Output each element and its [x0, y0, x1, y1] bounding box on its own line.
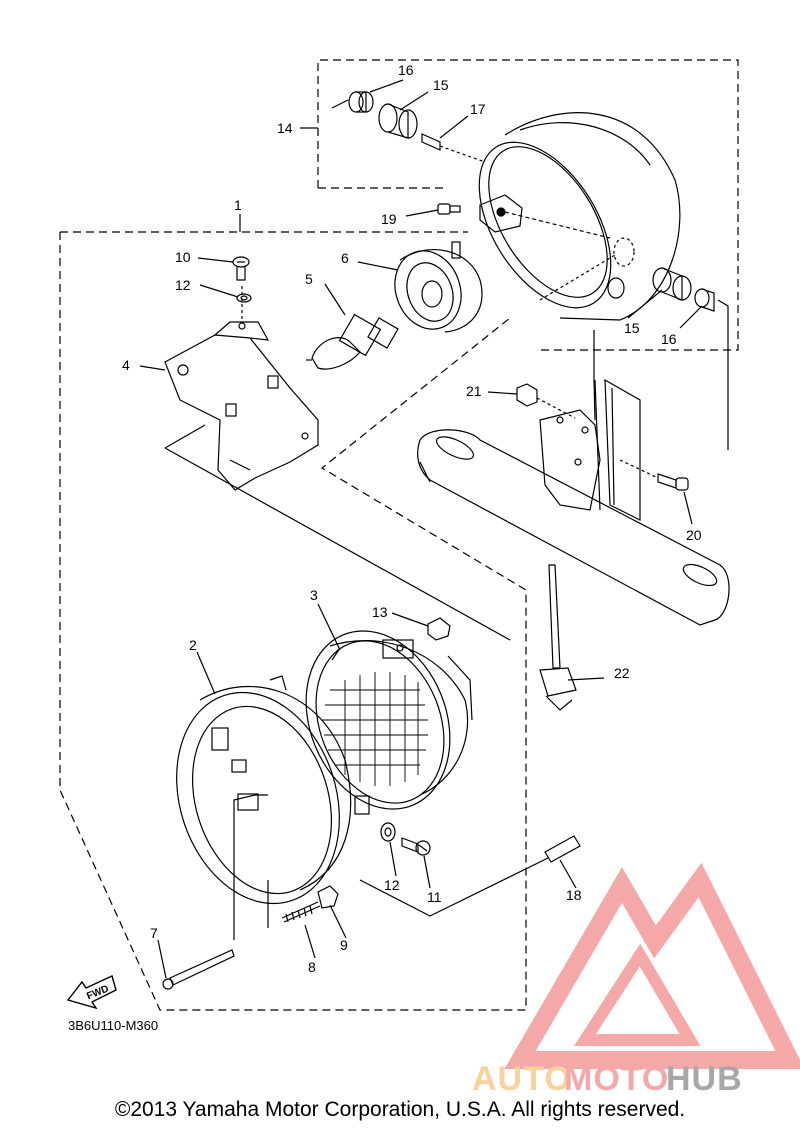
callout-13: 13 [372, 604, 388, 620]
bolt-20 [657, 473, 689, 491]
shell-bracket [479, 194, 523, 233]
group-1-outline-left [59, 232, 527, 1011]
callout-3: 3 [310, 587, 318, 603]
cable-tie-22 [539, 564, 577, 711]
callout-15-right: 15 [624, 320, 640, 336]
copyright-notice: ©2013 Yamaha Motor Corporation, U.S.A. A… [114, 1098, 686, 1121]
adjust-nut-9 [317, 885, 339, 909]
fwd-arrow: FWD [66, 975, 117, 1010]
collar-16-top [348, 91, 374, 113]
collar-15-right [652, 267, 692, 301]
callout-21: 21 [466, 383, 482, 399]
callout-14: 14 [277, 120, 293, 136]
callout-4: 4 [122, 357, 130, 373]
callout-8: 8 [308, 959, 316, 975]
callout-19: 19 [381, 211, 397, 227]
bulb-5 [306, 313, 399, 370]
screw-11 [401, 837, 431, 856]
callout-6: 6 [341, 250, 349, 266]
callout-17: 17 [470, 101, 486, 117]
group-14-outline [317, 59, 739, 351]
callout-1: 1 [234, 197, 242, 213]
bracket-4 [164, 321, 319, 491]
headlight-lens-unit-3 [305, 630, 473, 815]
fork-bracket [417, 378, 730, 626]
washer-12-bottom [380, 822, 396, 842]
spacer-17 [421, 133, 441, 151]
spring-8 [281, 901, 321, 923]
callout-22: 22 [614, 665, 630, 681]
headlight-rim-2 [176, 675, 352, 905]
watermark-text-moto: MOTO [564, 1060, 669, 1098]
callout-15-top: 15 [433, 77, 449, 93]
diagram-code: 3B6U110-M360 [68, 1018, 158, 1033]
nut-21 [516, 383, 538, 407]
watermark-text-auto: AUTO [472, 1060, 572, 1098]
washer-12-top [236, 293, 252, 303]
callout-18: 18 [566, 887, 582, 903]
callout-11: 11 [427, 889, 442, 905]
collar-16-right [694, 288, 715, 312]
headlight-housing-shell [478, 112, 681, 321]
clip-13 [427, 617, 451, 641]
bulb-socket-6 [394, 241, 483, 333]
collar-15-top [378, 103, 418, 139]
callout-16-right: 16 [661, 331, 677, 347]
callout-12-bottom: 12 [384, 877, 400, 893]
callout-2: 2 [189, 637, 197, 653]
callout-20: 20 [686, 527, 702, 543]
screw-10 [232, 256, 250, 281]
bolt-19 [437, 203, 461, 215]
callout-5: 5 [305, 271, 313, 287]
callout-12-top: 12 [175, 277, 191, 293]
watermark-logo: AUTO MOTO HUB [472, 862, 800, 1098]
callout-9: 9 [340, 937, 348, 953]
callout-10: 10 [175, 249, 191, 265]
spacer-18 [544, 835, 581, 863]
callout-7: 7 [150, 925, 158, 941]
callout-16-top: 16 [398, 62, 414, 78]
screw-7 [162, 949, 235, 990]
watermark-text-hub: HUB [666, 1060, 743, 1098]
